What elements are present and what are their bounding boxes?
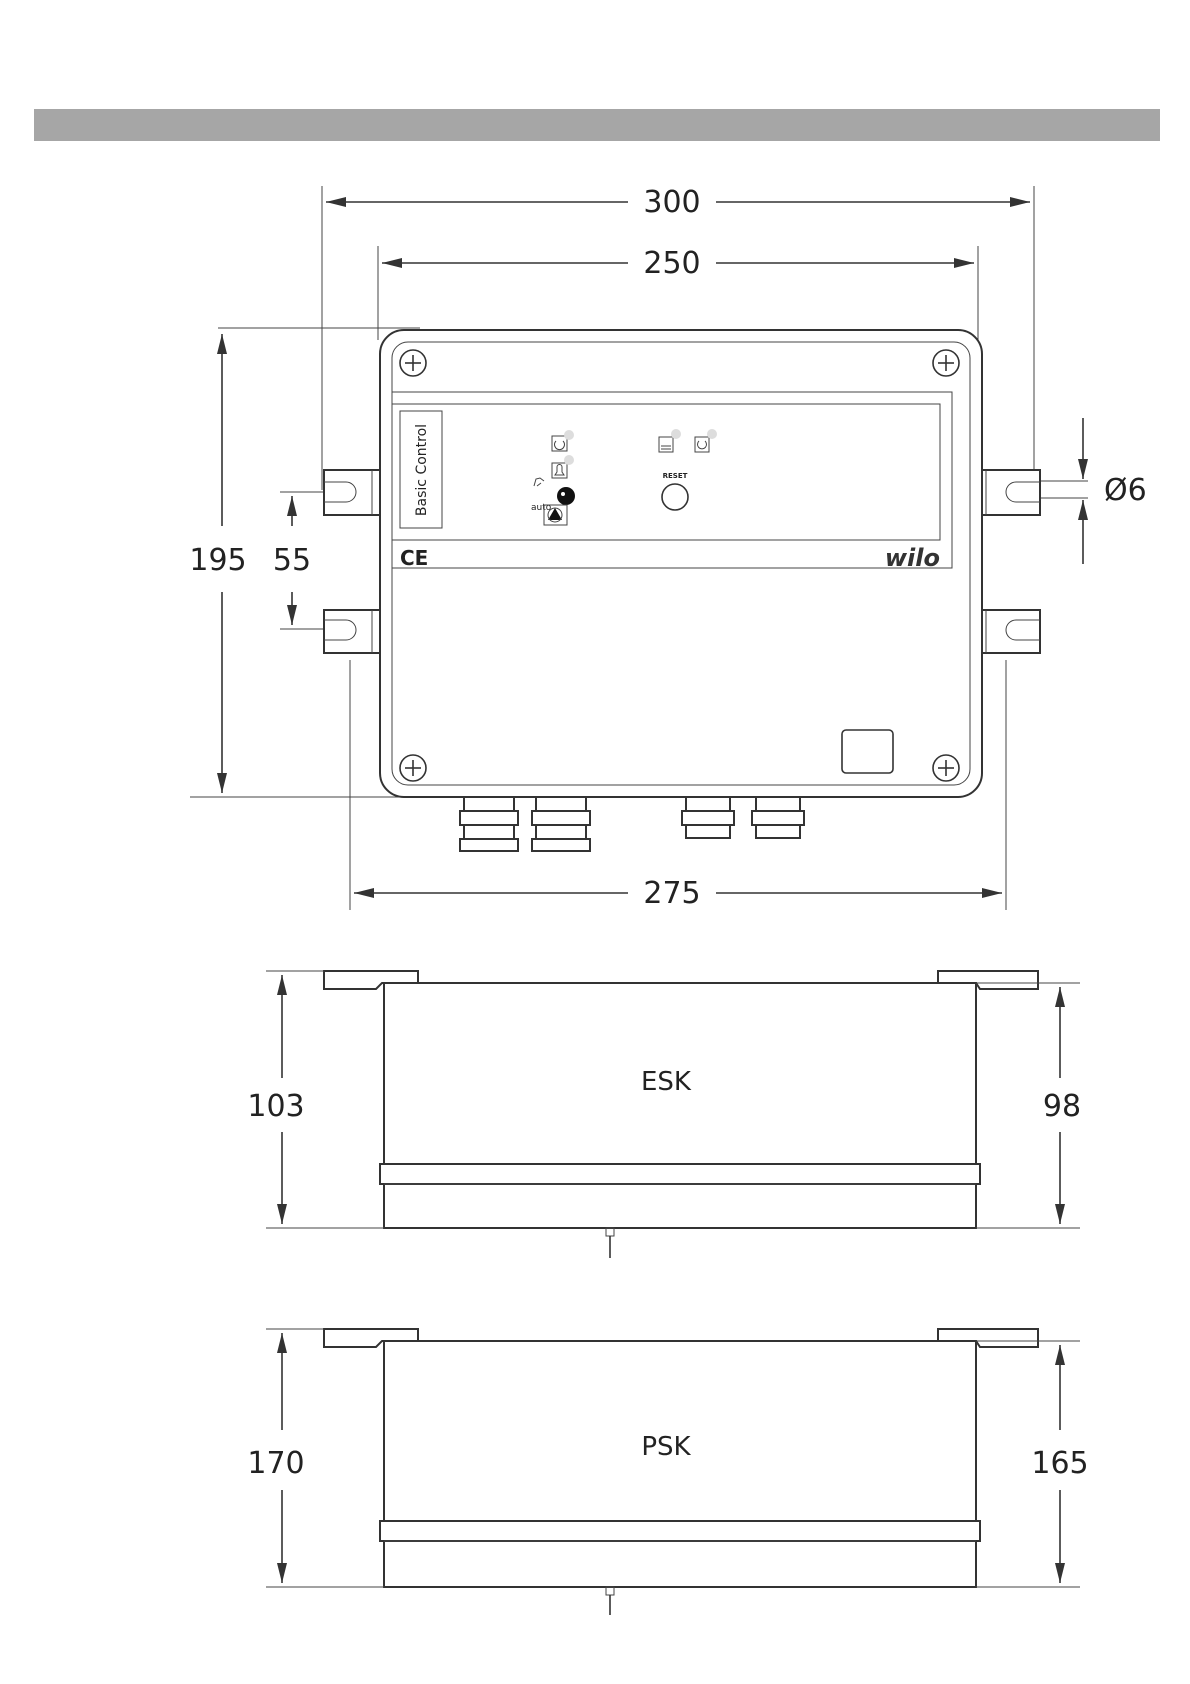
dim-hole-diameter: Ø6 xyxy=(1104,473,1147,508)
esk-dim-total-height: 103 xyxy=(247,1089,304,1124)
reset-label: RESET xyxy=(663,472,688,480)
psk-dim-body-height: 165 xyxy=(1031,1446,1088,1481)
mount-bracket-bottom-left xyxy=(324,610,380,653)
front-view: 300 250 195 55 Ø6 275 xyxy=(189,185,1146,911)
header-bar xyxy=(34,109,1160,141)
esk-dim-body-height: 98 xyxy=(1043,1089,1081,1124)
product-name: Basic Control xyxy=(414,424,430,516)
brand-logo: wilo xyxy=(885,544,940,572)
psk-dim-total-height: 170 xyxy=(247,1446,304,1481)
dim-bottom-width: 275 xyxy=(643,876,700,911)
dim-height: 195 xyxy=(189,543,246,578)
cable-gland xyxy=(752,797,804,838)
esk-side-view: ESK 103 98 xyxy=(247,971,1081,1258)
dim-mount-spacing: 250 xyxy=(643,246,700,281)
dim-overall-width: 300 xyxy=(643,185,700,220)
ce-mark: CE xyxy=(400,546,428,570)
psk-label: PSK xyxy=(641,1432,691,1462)
dim-mount-vertical: 55 xyxy=(273,543,311,578)
mount-bracket-top-right xyxy=(976,470,1040,515)
cable-gland xyxy=(532,797,590,851)
mount-bracket-bottom-right xyxy=(976,610,1040,653)
cable-gland xyxy=(460,797,518,851)
esk-label: ESK xyxy=(641,1067,692,1097)
mode-selector-button[interactable] xyxy=(557,487,575,505)
mount-bracket-top-left xyxy=(324,470,380,515)
cable-gland xyxy=(682,797,734,838)
psk-side-view: PSK 170 165 xyxy=(247,1329,1088,1615)
